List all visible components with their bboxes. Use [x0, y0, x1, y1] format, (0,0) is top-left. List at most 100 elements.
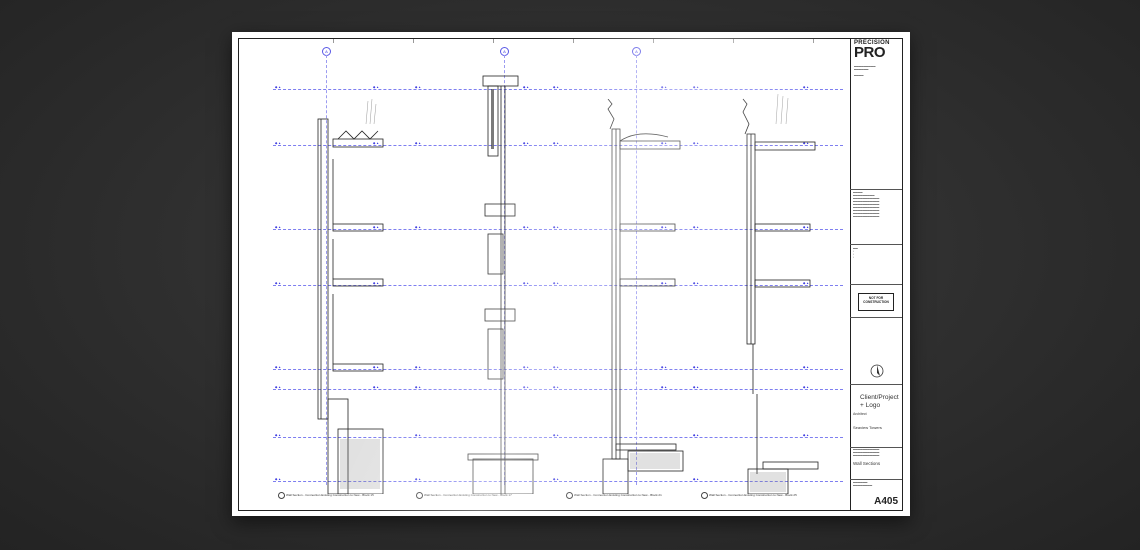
level-tag: ◆ ▲ [661, 281, 668, 285]
grid-line [326, 55, 327, 485]
section-caption: Wall Section - Connection Existing Const… [424, 493, 512, 497]
section-caption: Wall Section - Connection Existing Const… [574, 493, 662, 497]
section-marker [278, 492, 285, 499]
level-tag: ◆ ▲ [275, 433, 282, 437]
not-for-construction-stamp: NOT FOR CONSTRUCTION [858, 293, 894, 311]
level-tag: ◆ ▲ [523, 85, 530, 89]
level-line [273, 369, 843, 370]
north-arrow-icon [870, 364, 884, 378]
level-tag: ◆ ▲ [415, 141, 422, 145]
level-tag: ◆ ▲ [803, 433, 810, 437]
level-tag: ◆ ▲ [523, 385, 530, 389]
section-caption: Wall Section - Connection Existing Const… [709, 493, 797, 497]
divider [850, 189, 902, 190]
level-line [273, 285, 843, 286]
wall-section-4-drawing [742, 94, 819, 494]
level-tag: ◆ ▲ [415, 433, 422, 437]
level-tag: ◆ ▲ [553, 85, 560, 89]
divider [850, 244, 902, 245]
level-tag: ◆ ▲ [523, 225, 530, 229]
level-tag: ◆ ▲ [693, 365, 700, 369]
grid-tick [653, 39, 654, 43]
section-marker [416, 492, 423, 499]
client-project-logo: Client/Project + Logo [860, 394, 899, 409]
level-tag: ◆ ▲ [553, 365, 560, 369]
level-tag: ◆ ▲ [373, 141, 380, 145]
level-tag: ◆ ▲ [661, 225, 668, 229]
level-tag: ◆ ▲ [275, 225, 282, 229]
level-tag: ◆ ▲ [275, 141, 282, 145]
level-tag: ◆ ▲ [373, 385, 380, 389]
scale-info: ▬▬▬▬▬▬▬▬▬▬▬▬▬▬ [853, 481, 873, 487]
level-tag: ◆ ▲ [373, 365, 380, 369]
level-tag: ◆ ▲ [553, 433, 560, 437]
level-tag: ◆ ▲ [553, 385, 560, 389]
level-tag: ◆ ▲ [275, 477, 282, 481]
company-info: ▬▬▬▬▬▬▬▬▬▬▬▬▬▬▬▬▬▬▬ [854, 65, 876, 77]
grid-line [504, 55, 505, 485]
grid-tick [733, 39, 734, 43]
notes-list: ▬▬••• [853, 247, 858, 259]
level-tag: ◆ ▲ [693, 225, 700, 229]
divider [850, 447, 902, 448]
level-tag: ◆ ▲ [275, 281, 282, 285]
level-tag: ◆ ▲ [415, 365, 422, 369]
level-tag: ◆ ▲ [693, 141, 700, 145]
grid-tick [493, 39, 494, 43]
level-tag: ◆ ▲ [803, 365, 810, 369]
level-line [273, 229, 843, 230]
issue-table: ▬▬▬▬▬▬▬▬▬▬▬▬▬▬▬▬▬▬▬▬▬▬▬▬▬▬▬▬▬▬▬▬▬▬▬▬▬▬▬▬… [853, 191, 880, 218]
level-tag: ◆ ▲ [523, 281, 530, 285]
level-tag: ◆ ▲ [415, 477, 422, 481]
project-name: Seaview Towers [853, 425, 882, 430]
project-info-table: ▬▬▬▬▬▬▬▬▬▬▬▬▬▬▬▬▬▬▬▬▬▬▬▬▬▬▬▬▬▬▬▬▬ [853, 448, 880, 457]
brand-main: PRO [854, 44, 886, 62]
drawing-area: A A A ◆ ▲ ◆ ▲ ◆ ▲ ◆ ▲ ◆ ▲ ◆ ▲ ◆ ▲ ◆ ▲ ◆ … [253, 39, 851, 510]
brand-logo: PRECISION PRO [854, 40, 890, 62]
level-tag: ◆ ▲ [275, 365, 282, 369]
level-tag: ◆ ▲ [415, 385, 422, 389]
divider [850, 284, 902, 285]
level-tag: ◆ ▲ [553, 477, 560, 481]
level-tag: ◆ ▲ [693, 385, 700, 389]
level-line [273, 437, 843, 438]
wall-section-2-drawing [467, 75, 539, 494]
architect-label: Architect [853, 412, 867, 416]
section-marker [701, 492, 708, 499]
wall-section-3-drawing [602, 99, 684, 494]
level-tag: ◆ ▲ [803, 385, 810, 389]
level-tag: ◆ ▲ [803, 141, 810, 145]
grid-tick [413, 39, 414, 43]
level-tag: ◆ ▲ [803, 85, 810, 89]
level-tag: ◆ ▲ [275, 85, 282, 89]
level-tag: ◆ ▲ [553, 225, 560, 229]
divider [850, 384, 902, 385]
wall-section-1-drawing [317, 99, 384, 494]
level-line [273, 145, 843, 146]
level-tag: ◆ ▲ [553, 281, 560, 285]
grid-tick [813, 39, 814, 43]
level-tag: ◆ ▲ [693, 85, 700, 89]
divider [850, 479, 902, 480]
level-tag: ◆ ▲ [661, 141, 668, 145]
level-tag: ◆ ▲ [373, 281, 380, 285]
brand-top: PRECISION [854, 40, 890, 46]
sheet-number: A405 [874, 496, 898, 507]
level-tag: ◆ ▲ [693, 281, 700, 285]
level-tag: ◆ ▲ [523, 141, 530, 145]
drawing-sheet: A A A ◆ ▲ ◆ ▲ ◆ ▲ ◆ ▲ ◆ ▲ ◆ ▲ ◆ ▲ ◆ ▲ ◆ … [232, 32, 910, 516]
grid-line [636, 55, 637, 485]
level-tag: ◆ ▲ [415, 225, 422, 229]
level-tag: ◆ ▲ [373, 85, 380, 89]
section-caption: Wall Section - Connection Existing Const… [286, 493, 374, 497]
level-line [273, 89, 843, 90]
level-tag: ◆ ▲ [373, 225, 380, 229]
level-tag: ◆ ▲ [553, 141, 560, 145]
section-marker [566, 492, 573, 499]
level-tag: ◆ ▲ [275, 385, 282, 389]
level-tag: ◆ ▲ [693, 477, 700, 481]
level-tag: ◆ ▲ [523, 365, 530, 369]
divider [850, 317, 902, 318]
title-block: PRECISION PRO ▬▬▬▬▬▬▬▬▬▬▬▬▬▬▬▬▬▬▬ ▬▬▬▬▬▬… [850, 39, 902, 510]
level-tag: ◆ ▲ [661, 85, 668, 89]
